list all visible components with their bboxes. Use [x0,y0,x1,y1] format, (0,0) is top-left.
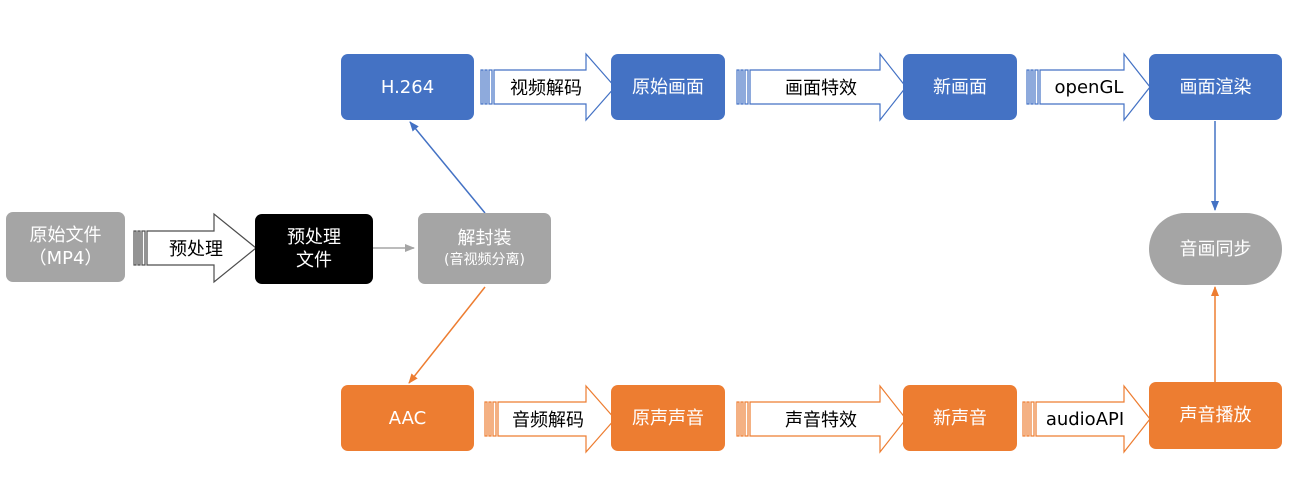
frame-render-node: 画面渲染 [1149,54,1282,120]
new-frame-node: 新画面 [903,54,1017,120]
h264-node: H.264 [341,54,474,120]
video-effect-block-arrow [736,52,907,122]
audio-effect-step-label: 声音特效 [785,410,857,431]
video-effect-step-label: 画面特效 [785,78,857,99]
preprocessed-file-label-line2: 文件 [296,250,332,271]
video-decode-step-label: 视频解码 [510,78,582,99]
video-render-block-arrow [1026,52,1151,122]
raw-frame-node: 原始画面 [611,54,725,120]
aac-node: AAC [341,385,474,451]
connector-demux-to-h264 [409,121,486,214]
source-file-node: 原始文件 （MP4） [6,212,125,282]
audio-effect-block-arrow [736,384,907,454]
preprocessed-file-node: 预处理 文件 [255,214,373,284]
av-sync-node: 音画同步 [1149,213,1282,285]
video-decode-block-arrow [480,52,616,122]
demux-node: 解封装 (音视频分离) [418,213,551,284]
preprocess-step-label: 预处理 [169,239,223,260]
audio-play-step-label: audioAPI [1045,408,1125,430]
source-file-label: 原始文件 [29,225,102,246]
audio-play-block-arrow [1022,384,1151,454]
audio-decode-step-label: 音频解码 [512,410,584,431]
new-sound-node: 新声音 [903,385,1017,451]
demux-label: 解封装 [457,228,512,249]
preprocessed-file-label-line1: 预处理 [287,227,341,248]
sound-play-node: 声音播放 [1149,382,1282,449]
demux-sublabel: (音视频分离) [444,252,525,268]
connector-demux-to-aac [408,286,486,384]
preprocess-block-arrow [133,212,257,284]
raw-sound-node: 原声声音 [611,385,725,451]
video-render-step-label: openGL [1054,76,1124,98]
audio-decode-block-arrow [484,384,616,454]
source-file-format: （MP4） [28,248,103,269]
